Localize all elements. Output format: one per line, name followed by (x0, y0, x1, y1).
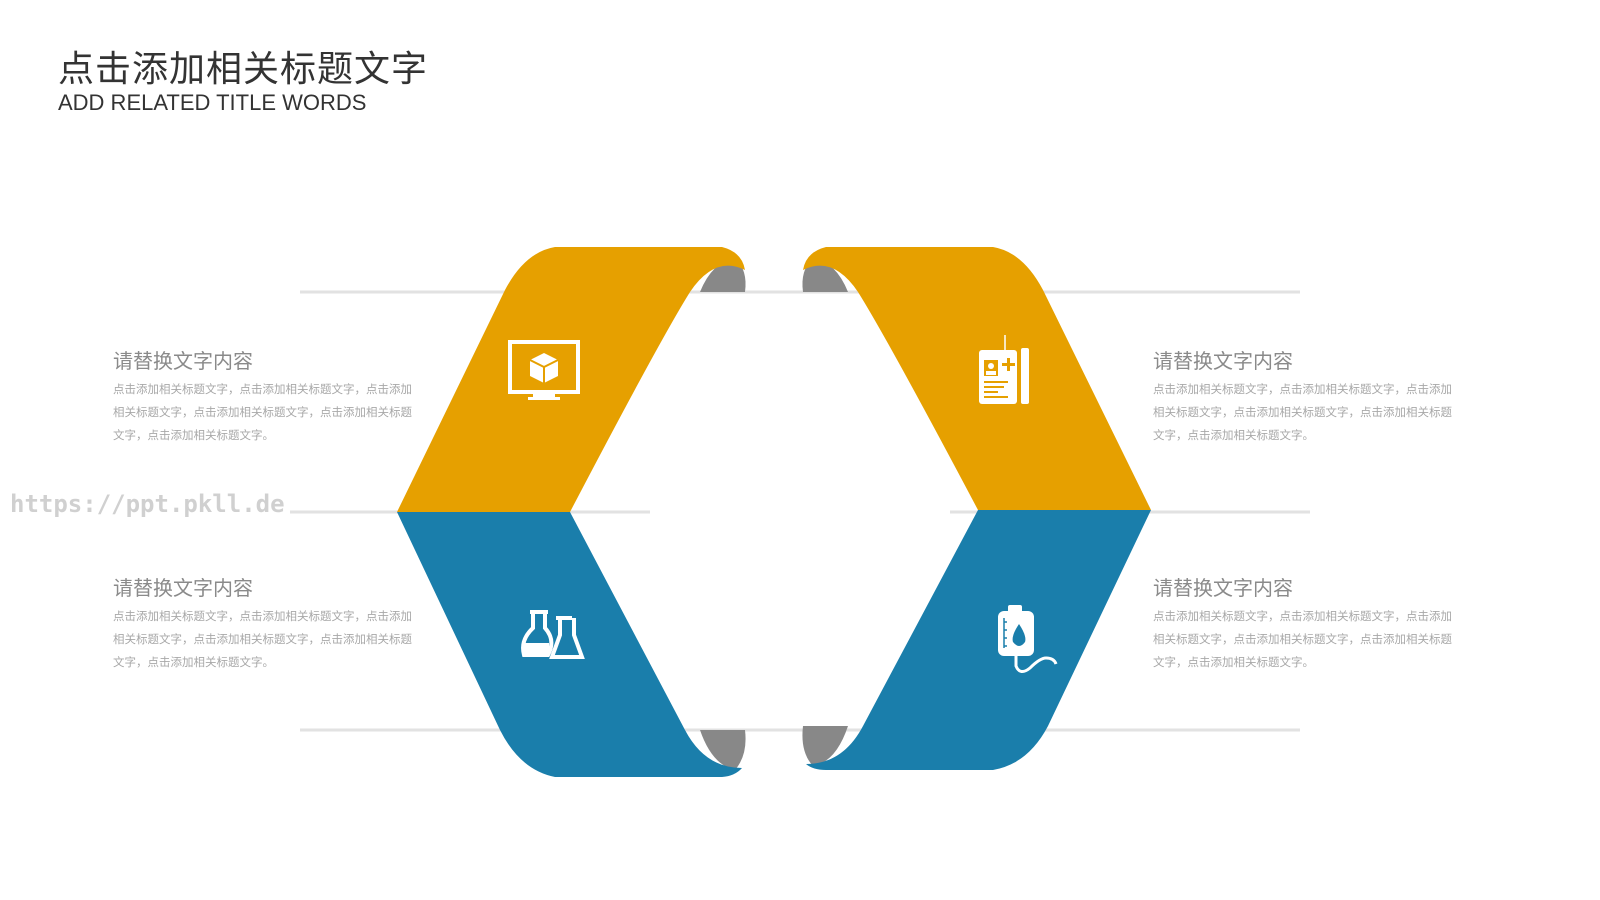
block-heading: 请替换文字内容 (1153, 349, 1293, 373)
block-heading: 请替换文字内容 (1153, 576, 1293, 600)
block-body: 点击添加相关标题文字，点击添加相关标题文字，点击添加相关标题文字，点击添加相关标… (113, 609, 412, 669)
watermark: https://ppt.pkll.de (10, 490, 285, 518)
text-block-top-left: 请替换文字内容 点击添加相关标题文字，点击添加相关标题文字，点击添加相关标题文字… (113, 345, 423, 447)
right-ribbon (802, 247, 1151, 770)
lab-flasks-icon (521, 610, 585, 659)
text-block-bottom-right: 请替换文字内容 点击添加相关标题文字，点击添加相关标题文字，点击添加相关标题文字… (1153, 572, 1463, 674)
text-block-top-right: 请替换文字内容 点击添加相关标题文字，点击添加相关标题文字，点击添加相关标题文字… (1153, 345, 1463, 447)
id-badge-icon (979, 335, 1029, 404)
block-heading: 请替换文字内容 (113, 576, 253, 600)
block-body: 点击添加相关标题文字，点击添加相关标题文字，点击添加相关标题文字，点击添加相关标… (1153, 609, 1452, 669)
ribbon-segment-blue-left (397, 512, 742, 777)
curl-top-left (700, 258, 746, 292)
ribbon-segment-orange-right (803, 247, 1151, 510)
block-body: 点击添加相关标题文字，点击添加相关标题文字，点击添加相关标题文字，点击添加相关标… (1153, 382, 1452, 442)
block-heading: 请替换文字内容 (113, 349, 253, 373)
iv-bag-icon (998, 605, 1058, 673)
page-subtitle: ADD RELATED TITLE WORDS (58, 90, 367, 115)
text-block-bottom-left: 请替换文字内容 点击添加相关标题文字，点击添加相关标题文字，点击添加相关标题文字… (113, 572, 423, 674)
curl-bottom-right (802, 726, 848, 766)
left-ribbon (397, 247, 746, 777)
ribbon-segment-blue-right (806, 510, 1151, 770)
monitor-cube-icon (508, 340, 580, 400)
curl-bottom-left (700, 730, 746, 770)
block-body: 点击添加相关标题文字，点击添加相关标题文字，点击添加相关标题文字，点击添加相关标… (113, 382, 412, 442)
curl-top-right (802, 258, 848, 292)
page-title: 点击添加相关标题文字 (58, 49, 429, 90)
ribbon-segment-orange-left (397, 247, 745, 512)
